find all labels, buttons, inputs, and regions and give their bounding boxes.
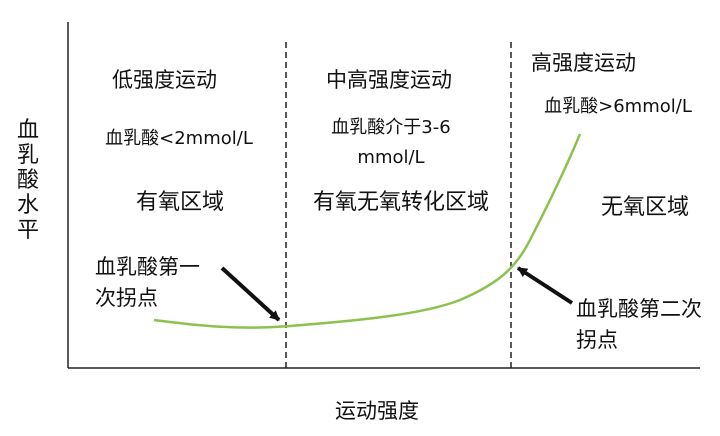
zone-high-threshold: 血乳酸>6mmol/L bbox=[544, 96, 692, 117]
second-threshold-callout: 血乳酸第二次拐点 bbox=[576, 297, 702, 352]
first-threshold-arrow bbox=[220, 266, 281, 322]
zone-high-name: 无氧区域 bbox=[600, 195, 689, 220]
first-threshold-callout: 血乳酸第一次拐点 bbox=[95, 255, 200, 310]
lactate-curve bbox=[153, 133, 582, 329]
zone-mid-threshold: 血乳酸介于3-6 mmol/L bbox=[331, 117, 451, 168]
zone-low-title: 低强度运动 bbox=[112, 68, 217, 92]
second-threshold-arrow bbox=[516, 266, 574, 305]
zone-mid-name: 有氧无氧转化区域 bbox=[312, 190, 489, 215]
zone-high-title: 高强度运动 bbox=[531, 51, 636, 75]
zone-low-name: 有氧区域 bbox=[135, 190, 224, 215]
zone-mid-title: 中高强度运动 bbox=[326, 68, 452, 92]
x-axis-label: 运动强度 bbox=[335, 399, 419, 423]
y-axis-label: 血乳酸水平 bbox=[16, 118, 39, 243]
zone-low-threshold: 血乳酸<2mmol/L bbox=[105, 128, 253, 149]
